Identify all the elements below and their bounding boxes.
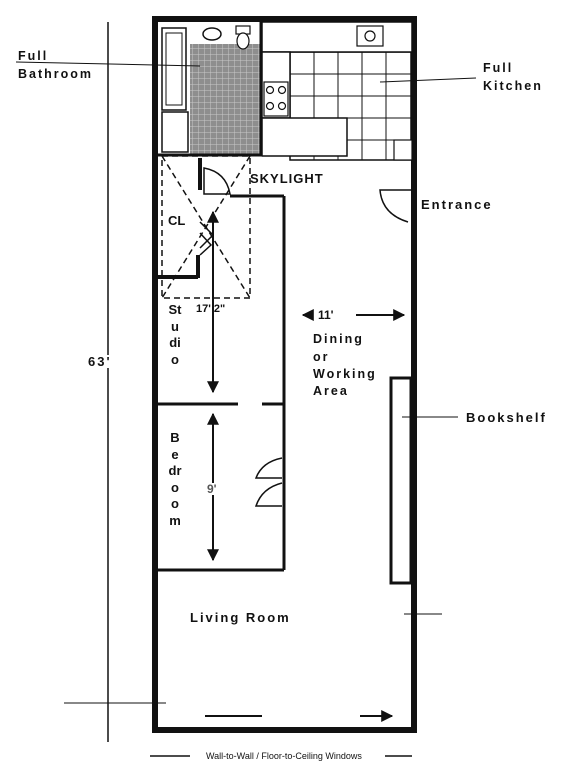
kitchen-island [261, 117, 348, 157]
vanity [161, 111, 189, 153]
dining-label-line1: Dining [313, 332, 364, 346]
studio-dimension-label: 17' 2" [196, 303, 226, 315]
outer-wall [152, 16, 417, 733]
full-bathroom-label-line2: Bathroom [18, 67, 94, 81]
toilet-bowl [236, 32, 250, 50]
full-kitchen-label-line2: Kitchen [483, 79, 543, 93]
bookshelf-unit [389, 376, 413, 585]
dining-label-line4: Area [313, 384, 349, 398]
overall-length-label: 63' [86, 354, 114, 369]
full-bathroom-label-line1: Full [18, 49, 49, 63]
dining-width-label: 11' [318, 308, 334, 322]
closet-label: CL [168, 213, 186, 228]
kitchen-corner-unit [393, 139, 413, 161]
bedroom-dimension-label: 9' [207, 482, 217, 496]
kitchen-leader [379, 77, 477, 83]
kitchen-counter-top [261, 21, 413, 53]
studio-door [203, 167, 231, 195]
bedroom-label: Bedroom [168, 430, 182, 528]
skylight-label: SKYLIGHT [250, 171, 324, 186]
full-kitchen-label-line1: Full [483, 61, 514, 75]
sink [202, 27, 222, 41]
kitchen-sink-drain [364, 30, 376, 42]
skylight-diagonal-2 [161, 155, 251, 299]
dining-label-line3: Working [313, 367, 377, 381]
skylight-outline [161, 155, 251, 299]
living-room-label: Living Room [190, 610, 291, 625]
studio-label: Studio [168, 302, 182, 367]
bedroom-door [254, 457, 283, 507]
kitchen-sink [356, 25, 384, 47]
bathroom-floor-tiles [190, 44, 260, 154]
entrance-label: Entrance [421, 197, 493, 212]
bathtub-inner [165, 32, 183, 106]
windows-caption: Wall-to-Wall / Floor-to-Ceiling Windows [206, 751, 362, 761]
stove-burners [265, 85, 287, 111]
dining-label-line2: or [313, 350, 330, 364]
bathroom-leader [15, 61, 201, 67]
entrance-door [379, 189, 412, 223]
bookshelf-label: Bookshelf [466, 410, 547, 425]
